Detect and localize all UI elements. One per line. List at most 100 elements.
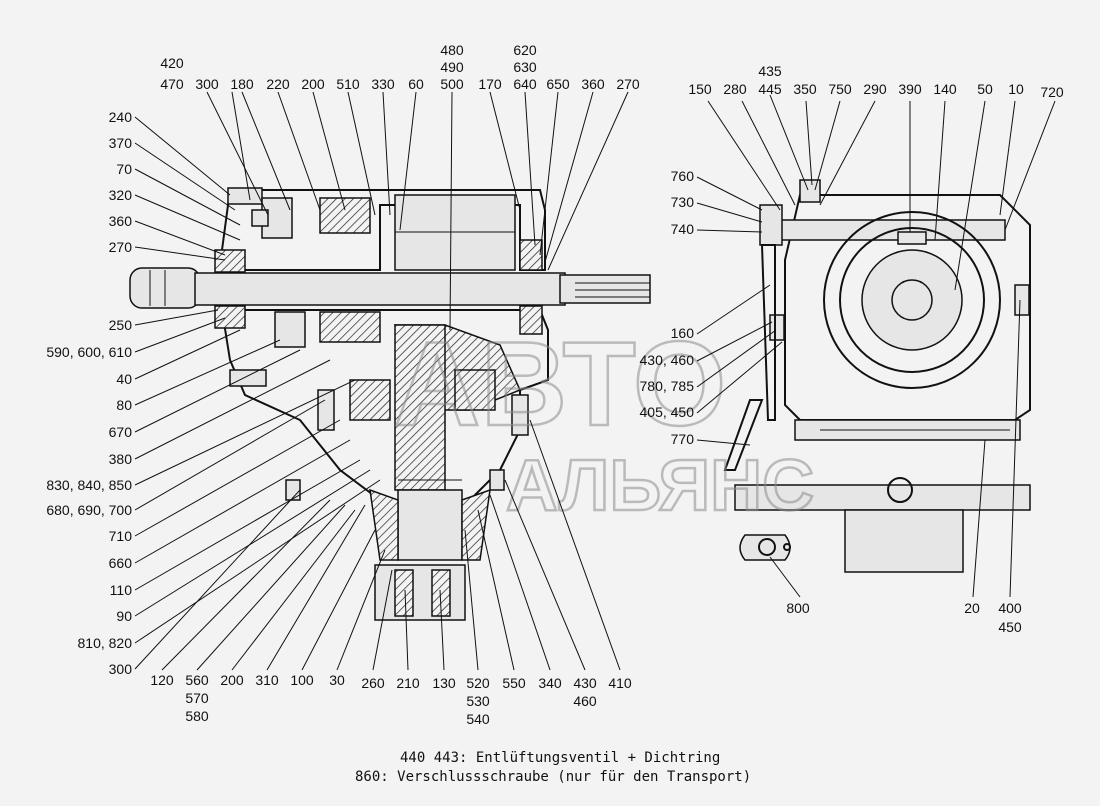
leader-lines: [134, 91, 1056, 671]
callout-640: 640: [513, 76, 537, 92]
callout-680-690-700: 680, 690, 700: [46, 502, 132, 518]
callout-330: 330: [371, 76, 395, 92]
callout-110: 110: [110, 582, 133, 598]
callout-720: 720: [1040, 84, 1064, 100]
callout-420: 420: [160, 55, 184, 71]
callout-320: 320: [109, 187, 133, 203]
vertical-shaft: [397, 489, 463, 561]
callout-630: 630: [513, 59, 537, 75]
callout-660: 660: [109, 555, 133, 571]
callout-80: 80: [116, 397, 132, 413]
callout-445: 445: [758, 81, 782, 97]
callout-30: 30: [329, 672, 345, 688]
callout-730: 730: [671, 194, 695, 210]
callout-810-820: 810, 820: [78, 635, 133, 651]
callout-780-785: 780, 785: [640, 378, 695, 394]
callout-500: 500: [440, 76, 464, 92]
watermark: АВТО АЛЬЯНС: [393, 316, 816, 528]
callout-550: 550: [502, 675, 526, 691]
callout-580: 580: [185, 708, 209, 724]
callout-labels: 420 470 300 180 220 200 510 330 60 480 4…: [46, 42, 1064, 727]
callout-300-left: 300: [109, 661, 133, 677]
callout-150: 150: [688, 81, 712, 97]
callout-400: 400: [998, 600, 1022, 616]
callout-770: 770: [671, 431, 695, 447]
callout-140: 140: [933, 81, 957, 97]
callout-510: 510: [336, 76, 360, 92]
callout-430-bottom: 430: [573, 675, 597, 691]
callout-435: 435: [758, 63, 782, 79]
callout-130: 130: [432, 675, 456, 691]
callout-450: 450: [998, 619, 1022, 635]
end-view-right: [723, 179, 1031, 573]
callout-100: 100: [290, 672, 314, 688]
callout-240: 240: [109, 109, 133, 125]
callout-490: 490: [440, 59, 464, 75]
callout-360-top: 360: [581, 76, 605, 92]
output-coupling: [374, 564, 466, 621]
callout-120: 120: [150, 672, 174, 688]
watermark-line-2: АЛЬЯНС: [506, 446, 814, 526]
callout-470: 470: [160, 76, 184, 92]
motor-block: [844, 509, 964, 573]
callout-210: 210: [396, 675, 420, 691]
note-line-1: 440 443: Entlüftungsventil + Dichtring: [400, 750, 720, 766]
callout-90: 90: [116, 608, 132, 624]
top-tie-rod: [774, 219, 1006, 241]
callout-405-450: 405, 450: [640, 404, 695, 420]
callout-390: 390: [898, 81, 922, 97]
callout-280: 280: [723, 81, 747, 97]
callout-20: 20: [964, 600, 980, 616]
callout-160: 160: [671, 325, 695, 341]
callout-290: 290: [863, 81, 887, 97]
notes: 440 443: Entlüftungsventil + Dichtring 8…: [355, 750, 751, 785]
callout-70: 70: [116, 161, 132, 177]
callout-520: 520: [466, 675, 490, 691]
callout-340: 340: [538, 675, 562, 691]
part-800-plate: [739, 534, 791, 561]
callout-650: 650: [546, 76, 570, 92]
lower-housing: [220, 309, 549, 501]
callout-170: 170: [478, 76, 502, 92]
callout-670: 670: [109, 424, 133, 440]
splined-output-shaft: [559, 274, 651, 304]
callout-200-bottom: 200: [220, 672, 244, 688]
section-view-left: [129, 187, 651, 621]
callout-50: 50: [977, 81, 993, 97]
callout-710: 710: [109, 528, 133, 544]
callout-220: 220: [266, 76, 290, 92]
callout-40: 40: [116, 371, 132, 387]
callout-460-bottom: 460: [573, 693, 597, 709]
callout-200-top: 200: [301, 76, 325, 92]
callout-570: 570: [185, 690, 209, 706]
callout-260: 260: [361, 675, 385, 691]
callout-60: 60: [408, 76, 424, 92]
watermark-line-1: АВТО: [394, 317, 726, 451]
callout-740: 740: [671, 221, 695, 237]
callout-300-top: 300: [195, 76, 219, 92]
callout-480: 480: [440, 42, 464, 58]
callout-560: 560: [185, 672, 209, 688]
outer-flange-circle: [823, 211, 1001, 389]
callout-540: 540: [466, 711, 490, 727]
callout-310: 310: [255, 672, 279, 688]
callout-800: 800: [786, 600, 810, 616]
callout-10: 10: [1008, 81, 1024, 97]
callout-830-840-850: 830, 840, 850: [46, 477, 132, 493]
callout-370: 370: [109, 135, 133, 151]
note-line-2: 860: Verschlussschraube (nur für den Tra…: [355, 769, 751, 785]
callout-750: 750: [828, 81, 852, 97]
callout-350: 350: [793, 81, 817, 97]
callout-380: 380: [109, 451, 133, 467]
callout-620: 620: [513, 42, 537, 58]
callout-360-left: 360: [109, 213, 133, 229]
callout-530: 530: [466, 693, 490, 709]
main-shaft: [194, 272, 566, 306]
callout-270-left: 270: [109, 239, 133, 255]
callout-180: 180: [230, 76, 254, 92]
callout-270-top: 270: [616, 76, 640, 92]
callout-590-600-610: 590, 600, 610: [46, 344, 132, 360]
callout-760: 760: [671, 168, 695, 184]
callout-430-460: 430, 460: [640, 352, 695, 368]
